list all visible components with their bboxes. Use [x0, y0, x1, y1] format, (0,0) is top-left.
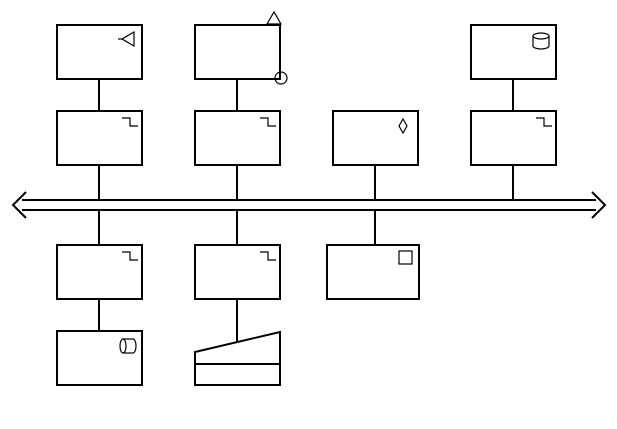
network-bus	[11, 191, 607, 219]
terminal-3-box	[470, 24, 557, 80]
terminal-1-box	[56, 24, 143, 80]
storage-drum-box	[56, 330, 143, 386]
interface-1-box	[56, 110, 143, 166]
node-terminal-3	[470, 24, 557, 80]
manual-input-shape-icon	[194, 330, 281, 386]
step-signal-icon	[122, 117, 138, 127]
triangle-up-icon	[265, 10, 283, 25]
node-interface-1	[56, 110, 143, 166]
node-manual-input	[194, 330, 281, 386]
bus-arrow-left-icon	[11, 191, 27, 219]
diamond-icon	[398, 117, 408, 135]
terminal-2-box	[194, 24, 281, 80]
connector-lines	[98, 79, 514, 345]
triangle-left-icon	[120, 30, 135, 48]
node-interface-3	[470, 110, 557, 166]
node-square	[326, 244, 420, 300]
bus-arrow-right-icon	[591, 191, 607, 219]
diamond-box	[332, 110, 419, 166]
drum-cylinder-icon	[119, 338, 137, 354]
node-terminal-2	[194, 10, 288, 85]
node-storage-drum	[56, 330, 143, 386]
square-box	[326, 244, 420, 300]
interface-4-box	[56, 244, 143, 300]
node-interface-2	[194, 110, 281, 166]
step-signal-icon	[260, 251, 276, 261]
node-interface-4	[56, 244, 143, 300]
step-signal-icon	[536, 117, 552, 127]
step-signal-icon	[260, 117, 276, 127]
node-interface-5	[194, 244, 281, 300]
interface-2-box	[194, 110, 281, 166]
interface-3-box	[470, 110, 557, 166]
database-cylinder-icon	[532, 32, 550, 50]
node-terminal-1	[56, 24, 143, 80]
square-icon	[398, 250, 413, 265]
step-signal-icon	[122, 251, 138, 261]
node-diamond	[332, 110, 419, 166]
circle-corner-icon	[274, 71, 288, 85]
interface-5-box	[194, 244, 281, 300]
